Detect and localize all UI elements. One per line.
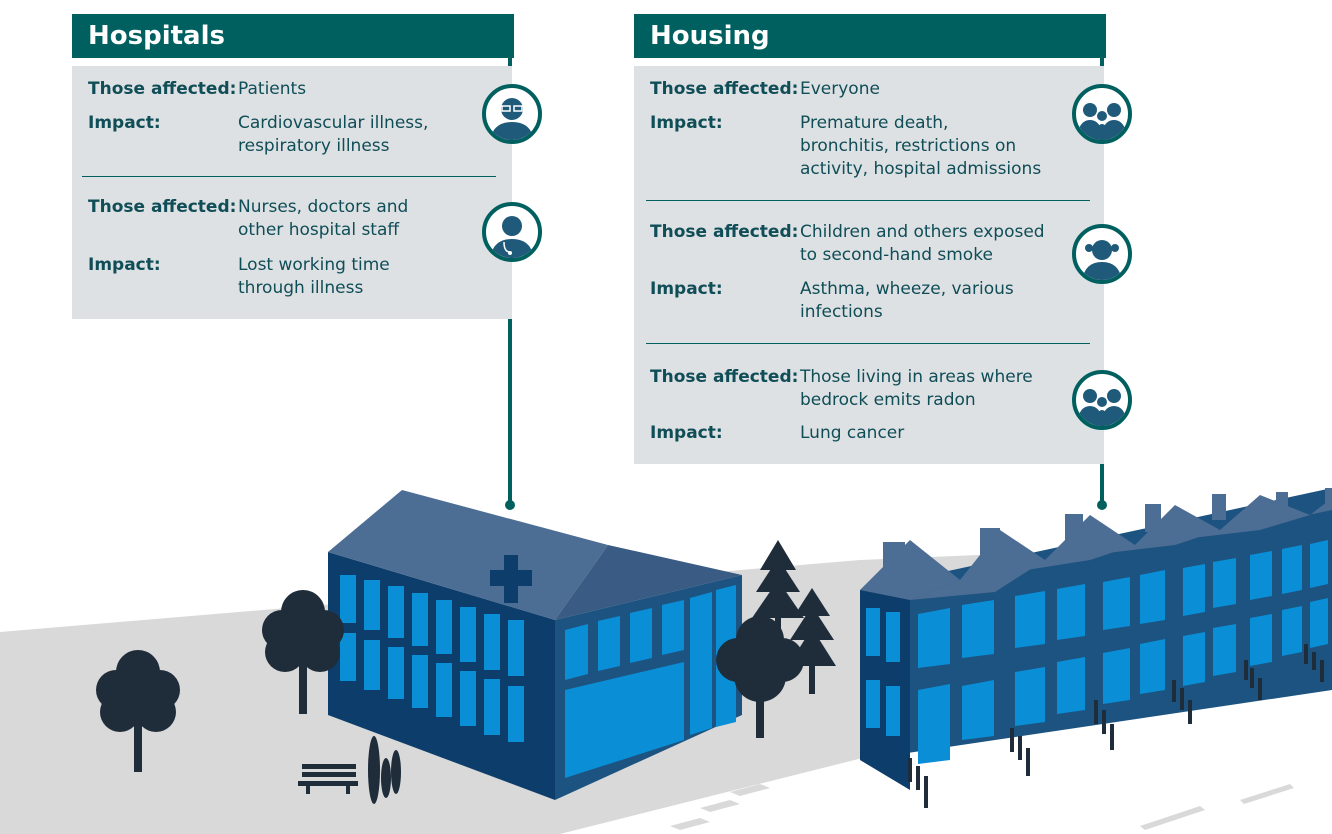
impact-label: Impact: xyxy=(650,113,723,133)
shrubs xyxy=(368,736,401,804)
affected-value: Children and others exposed to second-ha… xyxy=(800,222,1045,265)
hospital-cross xyxy=(490,555,532,603)
hospital-building xyxy=(328,490,742,800)
housing-title: Housing xyxy=(634,14,1106,58)
impact-value: Lung cancer xyxy=(800,423,905,443)
affected-label: Those affected: xyxy=(650,222,799,242)
tree xyxy=(96,650,180,772)
affected-value: Patients xyxy=(238,79,307,99)
doctor-icon xyxy=(482,202,542,262)
affected-label: Those affected: xyxy=(650,79,799,99)
hospitals-panel xyxy=(72,66,512,319)
impact-value: Cardiovascular illness, respiratory illn… xyxy=(238,113,429,156)
impact-value: Asthma, wheeze, various infections xyxy=(800,279,1014,322)
family-icon xyxy=(1072,84,1132,144)
posts xyxy=(908,644,1324,808)
patient-icon xyxy=(482,84,542,144)
divider xyxy=(646,200,1090,201)
impact-value: Lost working time through illness xyxy=(238,255,390,298)
divider xyxy=(82,176,496,177)
affected-label: Those affected: xyxy=(650,367,799,387)
road-markings xyxy=(670,784,1294,830)
tree xyxy=(716,616,804,738)
impact-label: Impact: xyxy=(88,113,161,133)
tree xyxy=(262,590,344,714)
housing-panel xyxy=(634,66,1104,464)
terraced-houses xyxy=(860,488,1332,808)
impact-label: Impact: xyxy=(88,255,161,275)
affected-label: Those affected: xyxy=(88,79,237,99)
child-icon xyxy=(1072,224,1132,284)
affected-label: Those affected: xyxy=(88,197,237,217)
hospital-windows-left xyxy=(340,575,524,742)
impact-value: Premature death, bronchitis, restriction… xyxy=(800,113,1042,179)
divider xyxy=(646,343,1090,344)
impact-label: Impact: xyxy=(650,423,723,443)
hospital-windows-right xyxy=(565,585,736,778)
house-windows xyxy=(866,540,1328,764)
affected-value: Nurses, doctors and other hospital staff xyxy=(238,197,409,240)
affected-value: Everyone xyxy=(800,79,880,99)
hospitals-title: Hospitals xyxy=(72,14,514,58)
bench xyxy=(298,764,358,794)
family-icon xyxy=(1072,370,1132,430)
impact-label: Impact: xyxy=(650,279,723,299)
affected-value: Those living in areas where bedrock emit… xyxy=(800,367,1033,410)
